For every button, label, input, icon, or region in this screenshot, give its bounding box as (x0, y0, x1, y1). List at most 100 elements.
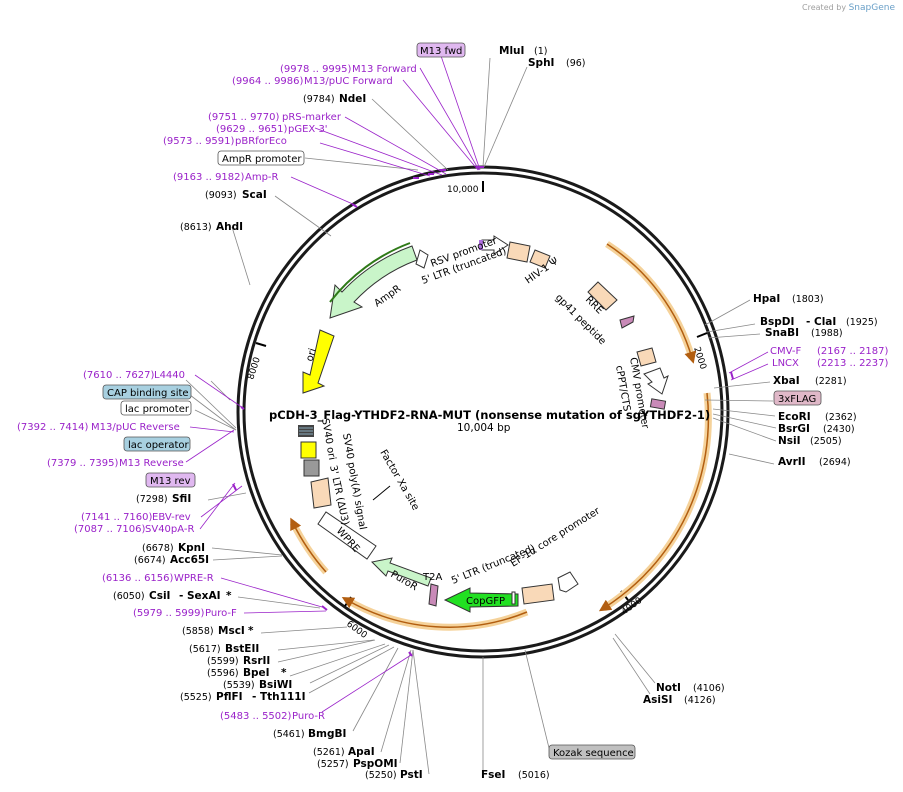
site-ecori-name: EcoRI (778, 411, 811, 423)
site-pflfi-name: PflFI (216, 691, 243, 703)
rre-box-a (529, 249, 551, 269)
feature-label-ltr5b: 5' LTR (truncated) (450, 543, 537, 587)
site-fsei-name: FseI (481, 769, 505, 781)
site-rsrii-name: RsrII (243, 655, 270, 667)
site-noti-name: NotI (656, 682, 681, 694)
sv40-ori-box (300, 441, 317, 459)
feature-label-fxa: Factor Xa site (377, 448, 421, 512)
site-ndei-pos: (9784) (303, 94, 335, 105)
site-msci-name: MscI (218, 625, 245, 637)
leader-lines (185, 57, 777, 775)
hiv-psi-box (506, 241, 531, 263)
ltr5-purple-marker (479, 240, 483, 250)
site-pflfi-pos: (5525) (180, 692, 212, 703)
site-avrii-pos: (2694) (819, 457, 851, 468)
site-bpei-name: BpeI (243, 667, 270, 679)
feature-box-lac-operator: lac operator (128, 440, 189, 451)
wpre-box (317, 511, 377, 560)
primer-lncx-pos: (2213 .. 2237) (817, 358, 889, 369)
site-xbai-pos: (2281) (815, 376, 847, 387)
primer-m13r-name: M13 Reverse (119, 458, 184, 469)
site-sfii-pos: (7298) (136, 494, 168, 505)
site-bmgbi-name: BmgBI (308, 728, 346, 740)
ruler-label-2000: 2000 (691, 346, 708, 371)
ef1a-arrow (557, 571, 579, 593)
ori-arrow (302, 329, 335, 394)
feature-label-copgfp: CopGFP (466, 596, 505, 607)
site-bmgbi-pos: (5461) (273, 729, 305, 740)
primer-sv40-pos: (7087 .. 7106) (74, 524, 146, 535)
sv40-polya-box (303, 459, 320, 477)
rsv-promoter-arrow (415, 249, 429, 269)
feature-box-lac-promoter: lac promoter (125, 404, 190, 415)
site-sexai-mark: * (226, 590, 232, 602)
lac-region (298, 425, 314, 437)
primer-ampr-name: Amp-R (245, 172, 279, 183)
site-clai-name: ClaI (814, 316, 836, 328)
snapgene-credit: Created by SnapGene (802, 3, 895, 13)
ampr-arrow (329, 242, 418, 319)
site-asisi-name: AsiSI (643, 694, 672, 706)
primer-cmvf-pos: (2167 .. 2187) (817, 346, 889, 357)
orf-arcs (289, 241, 712, 631)
site-sphi-pos: (96) (566, 58, 586, 69)
primer-wprer-pos: (6136 .. 6156) (102, 573, 174, 584)
site-acc65i-pos: (6674) (134, 555, 166, 566)
site-bspdi-pos: (1925) (846, 317, 878, 328)
rre-box (587, 281, 618, 311)
site-apai-pos: (5261) (313, 747, 345, 758)
site-psti-pos: (5250) (365, 770, 397, 781)
primer-lncx-name: LNCX (772, 358, 799, 369)
ltr5b-box (521, 583, 555, 605)
site-bsiwi-pos: (5539) (223, 680, 255, 691)
feature-label-cppt: cPPT/CTS (613, 365, 632, 413)
primer-pgex-pos: (9629 .. 9651) (216, 124, 288, 135)
site-nsii-name: NsiI (778, 435, 801, 447)
site-scai-name: ScaI (242, 189, 267, 201)
feature-box-m13rev: M13 rev (150, 476, 191, 487)
site-ahdi-name: AhdI (216, 221, 243, 233)
primer-ebv-name: EBV-rev (152, 512, 191, 523)
site-bsiwi-name: BsiWI (259, 679, 292, 691)
plasmid-title: pCDH-3_Flag-YTHDF2-RNA-MUT (nonsense mut… (269, 408, 710, 423)
primer-l4440-name: L4440 (154, 370, 185, 381)
primer-m13puf-name: M13/pUC Forward (304, 76, 393, 87)
puror-arrow (370, 557, 432, 587)
feature-label-t2a: T2A (422, 572, 442, 583)
site-fsei-pos: (5016) (518, 770, 550, 781)
site-csii-sep: - (179, 590, 183, 602)
primer-m13f-name: M13 Forward (352, 64, 417, 75)
site-mlui-pos: (1) (534, 46, 547, 57)
site-sfii-name: SfiI (172, 493, 191, 505)
primer-puror-name: Puro-R (292, 711, 325, 722)
site-sphi-name: SphI (528, 57, 554, 69)
site-hpai-name: HpaI (753, 293, 780, 305)
primer-prs-pos: (9751 .. 9770) (208, 112, 280, 123)
site-csii-name: CsiI (149, 590, 170, 602)
site-msci-mark: * (248, 625, 254, 637)
primer-purof-pos: (5979 .. 5999) (133, 608, 205, 619)
feature-label-sv40ori: SV40 ori (319, 418, 337, 461)
site-kpni-name: KpnI (178, 542, 205, 554)
site-sexai-name: SexAI (187, 590, 221, 602)
site-pspomi-name: PspOMI (353, 758, 398, 770)
site-csii-pos: (6050) (113, 591, 145, 602)
primer-purof-name: Puro-F (205, 608, 237, 619)
primer-ebv-pos: (7141 .. 7160) (81, 512, 153, 523)
site-tth111i-name: Tth111I (260, 691, 305, 703)
site-psti-name: PstI (400, 769, 423, 781)
gp41-box (619, 315, 635, 329)
primer-prs-name: pRS-marker (282, 112, 342, 123)
site-bpei-mark: * (281, 667, 287, 679)
snapgene-logo: SnapGene (848, 3, 895, 13)
site-bspdi-name: BspDI (760, 316, 794, 328)
feature-box-m13fwd: M13 fwd (420, 46, 462, 57)
site-ecori-pos: (2362) (825, 412, 857, 423)
primer-sv40-name: SV40pA-R (145, 524, 194, 535)
primer-puror-pos: (5483 .. 5502) (220, 711, 292, 722)
site-xbai-name: XbaI (773, 375, 800, 387)
site-pflfi-sep: - (252, 691, 256, 703)
site-bsrgi-name: BsrGI (778, 423, 810, 435)
feature-box-3xflag: 3xFLAG (778, 394, 816, 405)
ltr3-box (310, 477, 332, 509)
